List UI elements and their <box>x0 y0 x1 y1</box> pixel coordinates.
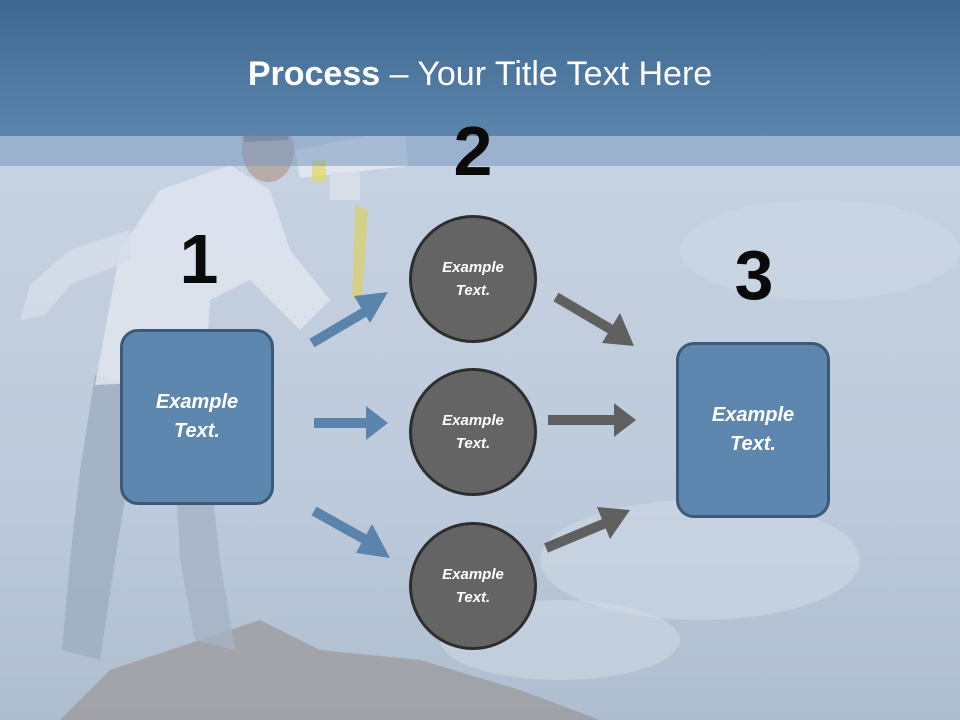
title-bold: Process <box>247 55 381 93</box>
step-3-box: Example Text. <box>676 342 830 518</box>
step-3-line2: Text. <box>730 433 776 455</box>
step-1-line1: Example <box>155 391 239 413</box>
step-2-circle-top: Example Text. <box>409 215 537 343</box>
circle-middle-line2: Text. <box>455 435 491 452</box>
circle-middle-line1: Example <box>442 412 504 429</box>
arrow-middle-to-right <box>548 403 636 437</box>
step-number-1: 1 <box>179 220 219 298</box>
arrow-bottom-to-right <box>544 507 630 553</box>
title-rest: – Your Title Text Here <box>380 55 713 93</box>
step-2-circle-bottom: Example Text. <box>409 522 537 650</box>
title-bar-strip <box>0 136 960 166</box>
step-1-box: Example Text. <box>120 329 274 505</box>
step-1-line2: Text. <box>174 420 220 442</box>
step-number-3: 3 <box>734 236 774 314</box>
step-number-2: 2 <box>453 112 493 190</box>
slide-title: Process – Your Title Text Here <box>0 52 960 96</box>
circle-bottom-line1: Example <box>442 566 504 583</box>
arrow-top-to-right <box>553 292 634 346</box>
arrow-left-to-bottom <box>311 506 390 558</box>
circle-top-line1: Example <box>442 259 504 276</box>
arrow-left-to-top <box>309 292 388 348</box>
step-3-line1: Example <box>711 404 795 426</box>
title-bar <box>0 0 960 136</box>
arrow-left-to-middle <box>314 406 388 440</box>
step-2-circle-middle: Example Text. <box>409 368 537 496</box>
circle-bottom-line2: Text. <box>455 589 491 606</box>
circle-top-line2: Text. <box>455 282 491 299</box>
